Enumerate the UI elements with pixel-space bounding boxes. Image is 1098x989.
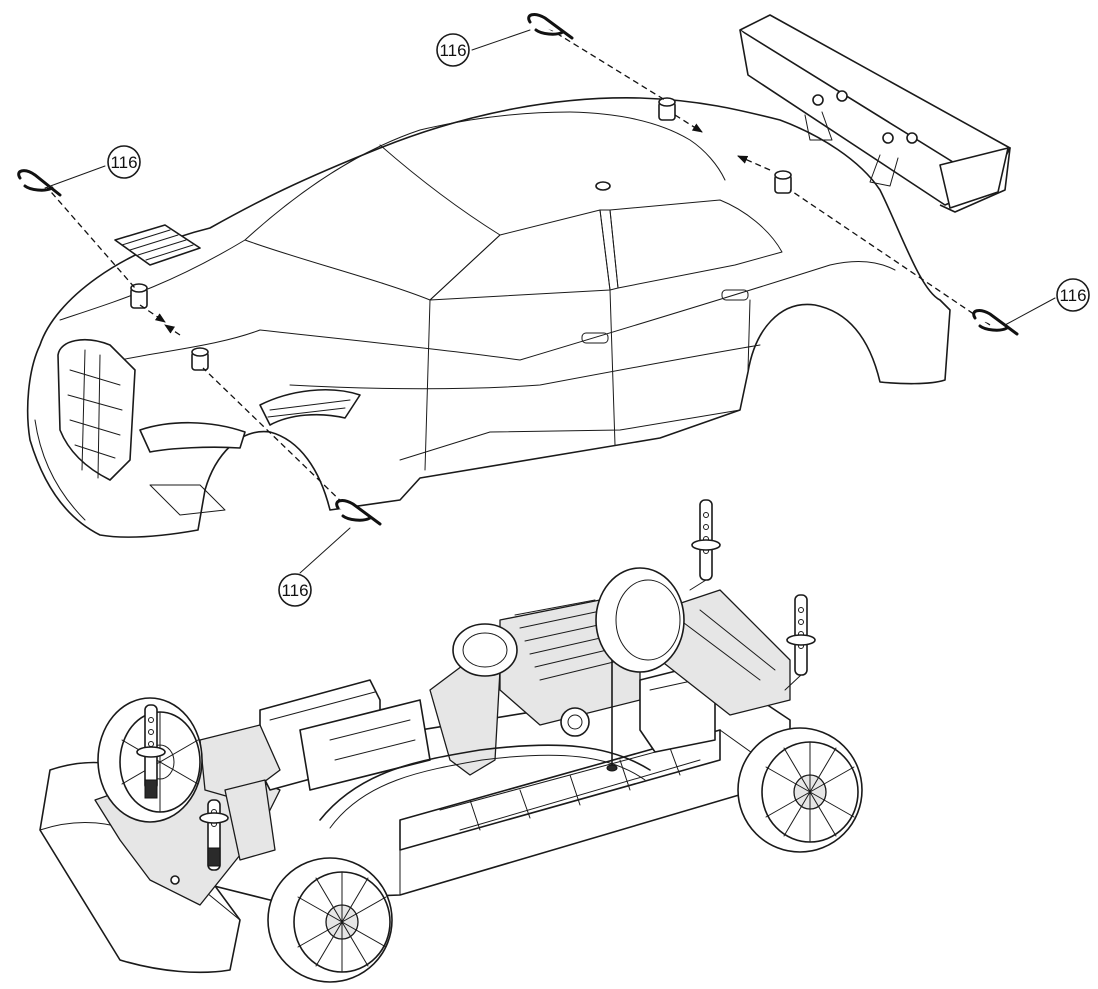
body-mount-post-rear-right	[774, 170, 792, 194]
wheel-rear-left	[595, 567, 685, 673]
chassis-body-post-front-right	[199, 799, 229, 871]
body-clip-top-center	[527, 13, 574, 40]
body-mount-post-front-left	[130, 283, 148, 309]
callout-top-center: 116	[436, 29, 531, 67]
callout-right: 116	[1004, 278, 1090, 326]
chassis-body-post-rear-left	[689, 499, 721, 591]
callout-label: 116	[439, 41, 466, 60]
rear-wing	[739, 14, 1011, 213]
body-clip-top-left	[17, 169, 62, 197]
wheel-front-right	[267, 857, 393, 983]
car-body-shell	[26, 97, 951, 538]
callout-bottom-center: 116	[278, 527, 351, 607]
chassis-body-post-front-left	[136, 704, 166, 799]
hood-vent-left	[114, 224, 201, 266]
body-mount-post-rear-left	[658, 97, 676, 121]
callout-top-left: 116	[44, 145, 141, 189]
assembly-guides	[44, 27, 991, 511]
chassis-body-post-rear-right	[784, 594, 816, 691]
body-clip-bottom-center	[335, 499, 382, 526]
callout-label: 116	[110, 153, 137, 172]
wheel-rear-right	[737, 727, 863, 853]
chassis	[39, 579, 791, 974]
fender-vent-right	[259, 389, 361, 426]
body-clip-right	[972, 309, 1019, 336]
callout-label: 116	[1059, 286, 1086, 305]
callout-label: 116	[281, 581, 308, 600]
body-mount-post-front-right	[191, 347, 209, 371]
